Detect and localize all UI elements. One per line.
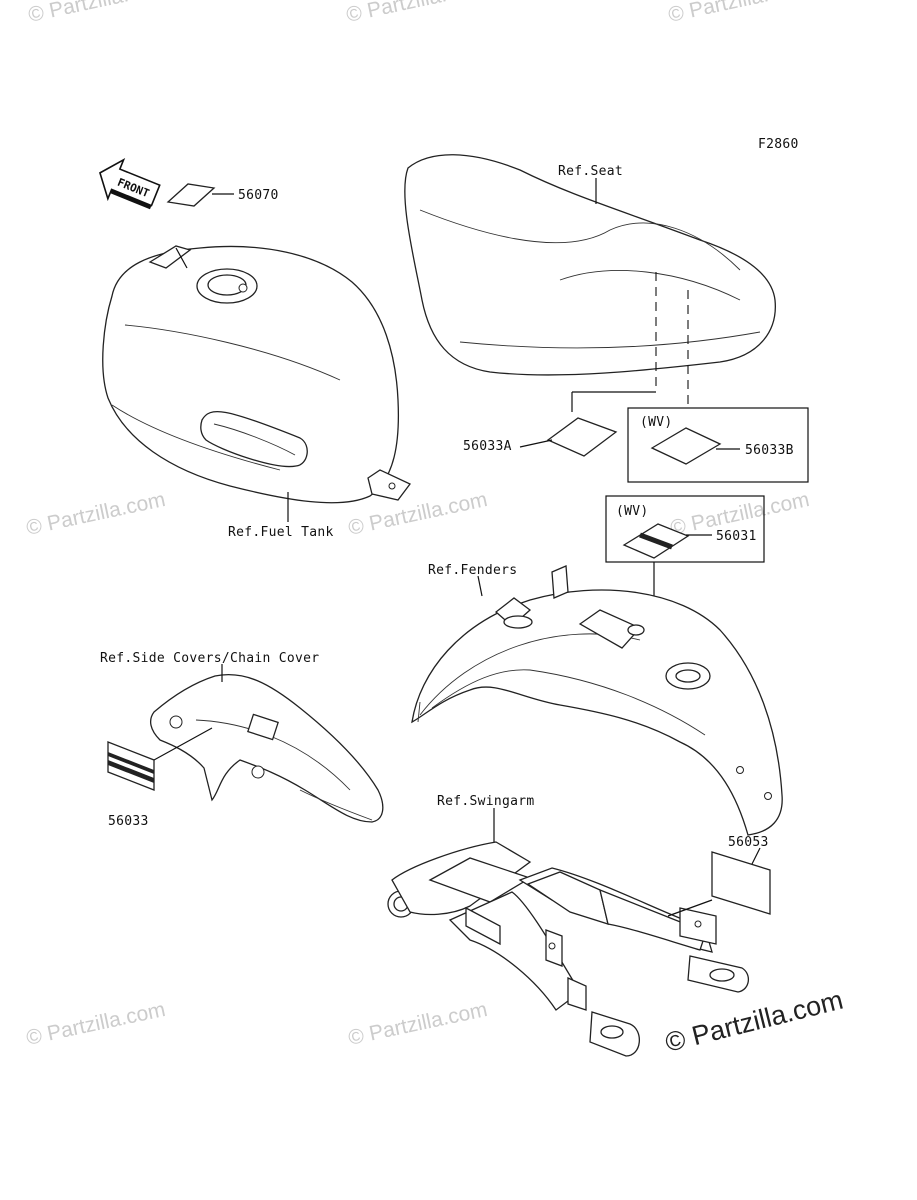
ref-swingarm-label[interactable]: Ref.Swingarm (437, 794, 535, 809)
watermark-main: © Partzilla.com (662, 985, 846, 1058)
part-label-56033[interactable]: 56033 (108, 814, 149, 829)
part-label-56031[interactable]: 56031 (716, 529, 757, 544)
wv-seat-label: (WV) (640, 415, 673, 430)
watermark: © Partzilla.com (666, 0, 809, 27)
watermark: © Partzilla.com (24, 998, 167, 1050)
ref-seat-label[interactable]: Ref.Seat (558, 164, 623, 179)
wv-box-seat (627, 407, 809, 483)
swingarm (387, 841, 749, 1057)
watermark: © Partzilla.com (26, 0, 169, 27)
wv-fender-label: (WV) (616, 504, 649, 519)
decal-56033a (546, 417, 618, 457)
part-label-56033a[interactable]: 56033A (463, 439, 512, 454)
watermark: © Partzilla.com (346, 998, 489, 1050)
ref-side-covers-label[interactable]: Ref.Side Covers/Chain Cover (100, 651, 319, 666)
chain-cover (149, 674, 384, 823)
rear-fender (411, 565, 783, 836)
decal-56070 (166, 183, 216, 207)
decal-56033 (107, 741, 155, 791)
part-label-56033b[interactable]: 56033B (745, 443, 794, 458)
part-label-56070[interactable]: 56070 (238, 188, 279, 203)
front-arrow-icon: FRONT (99, 157, 161, 210)
figure-code: F2860 (758, 137, 799, 152)
fuel-tank (102, 245, 412, 504)
watermark: © Partzilla.com (344, 0, 487, 27)
wv-box-fender (605, 495, 765, 563)
part-label-56053[interactable]: 56053 (728, 835, 769, 850)
ref-fuel-tank-label[interactable]: Ref.Fuel Tank (228, 525, 334, 540)
watermark: © Partzilla.com (24, 488, 167, 540)
decal-56053 (711, 851, 771, 915)
ref-fenders-label[interactable]: Ref.Fenders (428, 563, 517, 578)
decal-56033b (650, 427, 722, 465)
seat (404, 154, 776, 376)
